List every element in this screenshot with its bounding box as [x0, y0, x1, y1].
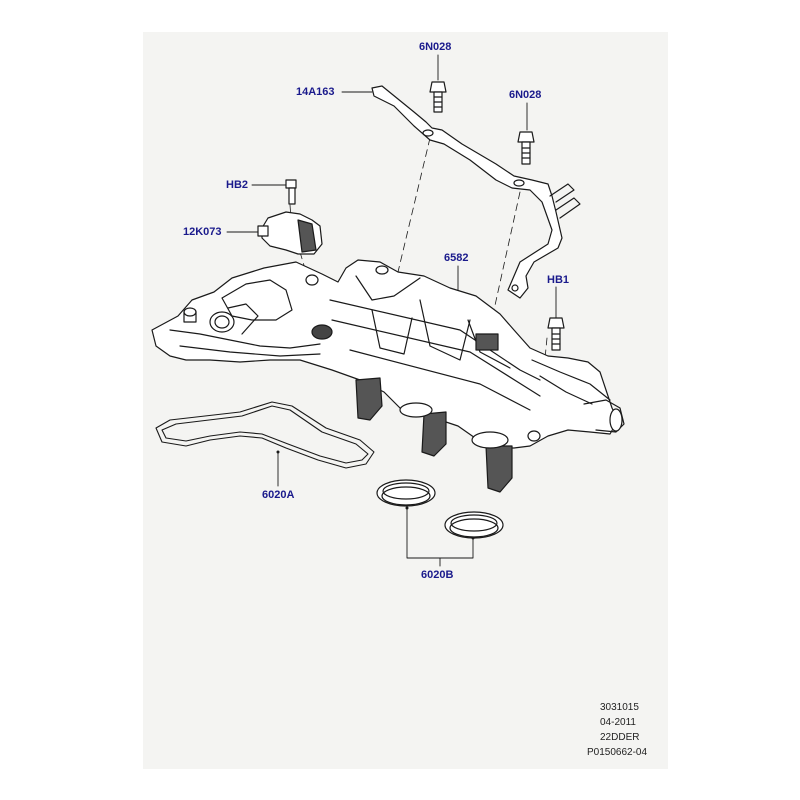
sensor-12k073: [257, 211, 323, 255]
screw-hb2: [285, 179, 297, 205]
leader-dots: [276, 450, 475, 540]
reference-code: 3031015: [600, 702, 639, 713]
seal-6020b-a: [376, 479, 436, 507]
callout-hb1: HB1: [547, 274, 570, 286]
leader-lines: [226, 54, 557, 567]
bracket-14a163: [371, 85, 581, 299]
callout-6n028-top: 6N028: [419, 41, 452, 53]
callout-hb2: HB2: [226, 179, 249, 191]
callout-6020b: 6020B: [421, 569, 454, 581]
callout-6n028-right: 6N028: [509, 89, 542, 101]
reference-date: 04-2011: [600, 717, 636, 728]
bolt-6n028-b: [517, 131, 535, 165]
manifold-6582: [151, 259, 625, 493]
bolt-6n028-a: [429, 81, 447, 113]
reference-model: 22DDER: [600, 732, 640, 743]
callout-6020a: 6020A: [262, 489, 295, 501]
callout-14a163: 14A163: [296, 86, 335, 98]
callout-6582: 6582: [444, 252, 469, 264]
bolt-hb1: [547, 317, 565, 351]
reference-part-number: P0150662-04: [587, 747, 648, 758]
callout-12k073: 12K073: [183, 226, 222, 238]
gasket-6020a: [155, 401, 375, 469]
seal-6020b-b: [444, 511, 504, 539]
